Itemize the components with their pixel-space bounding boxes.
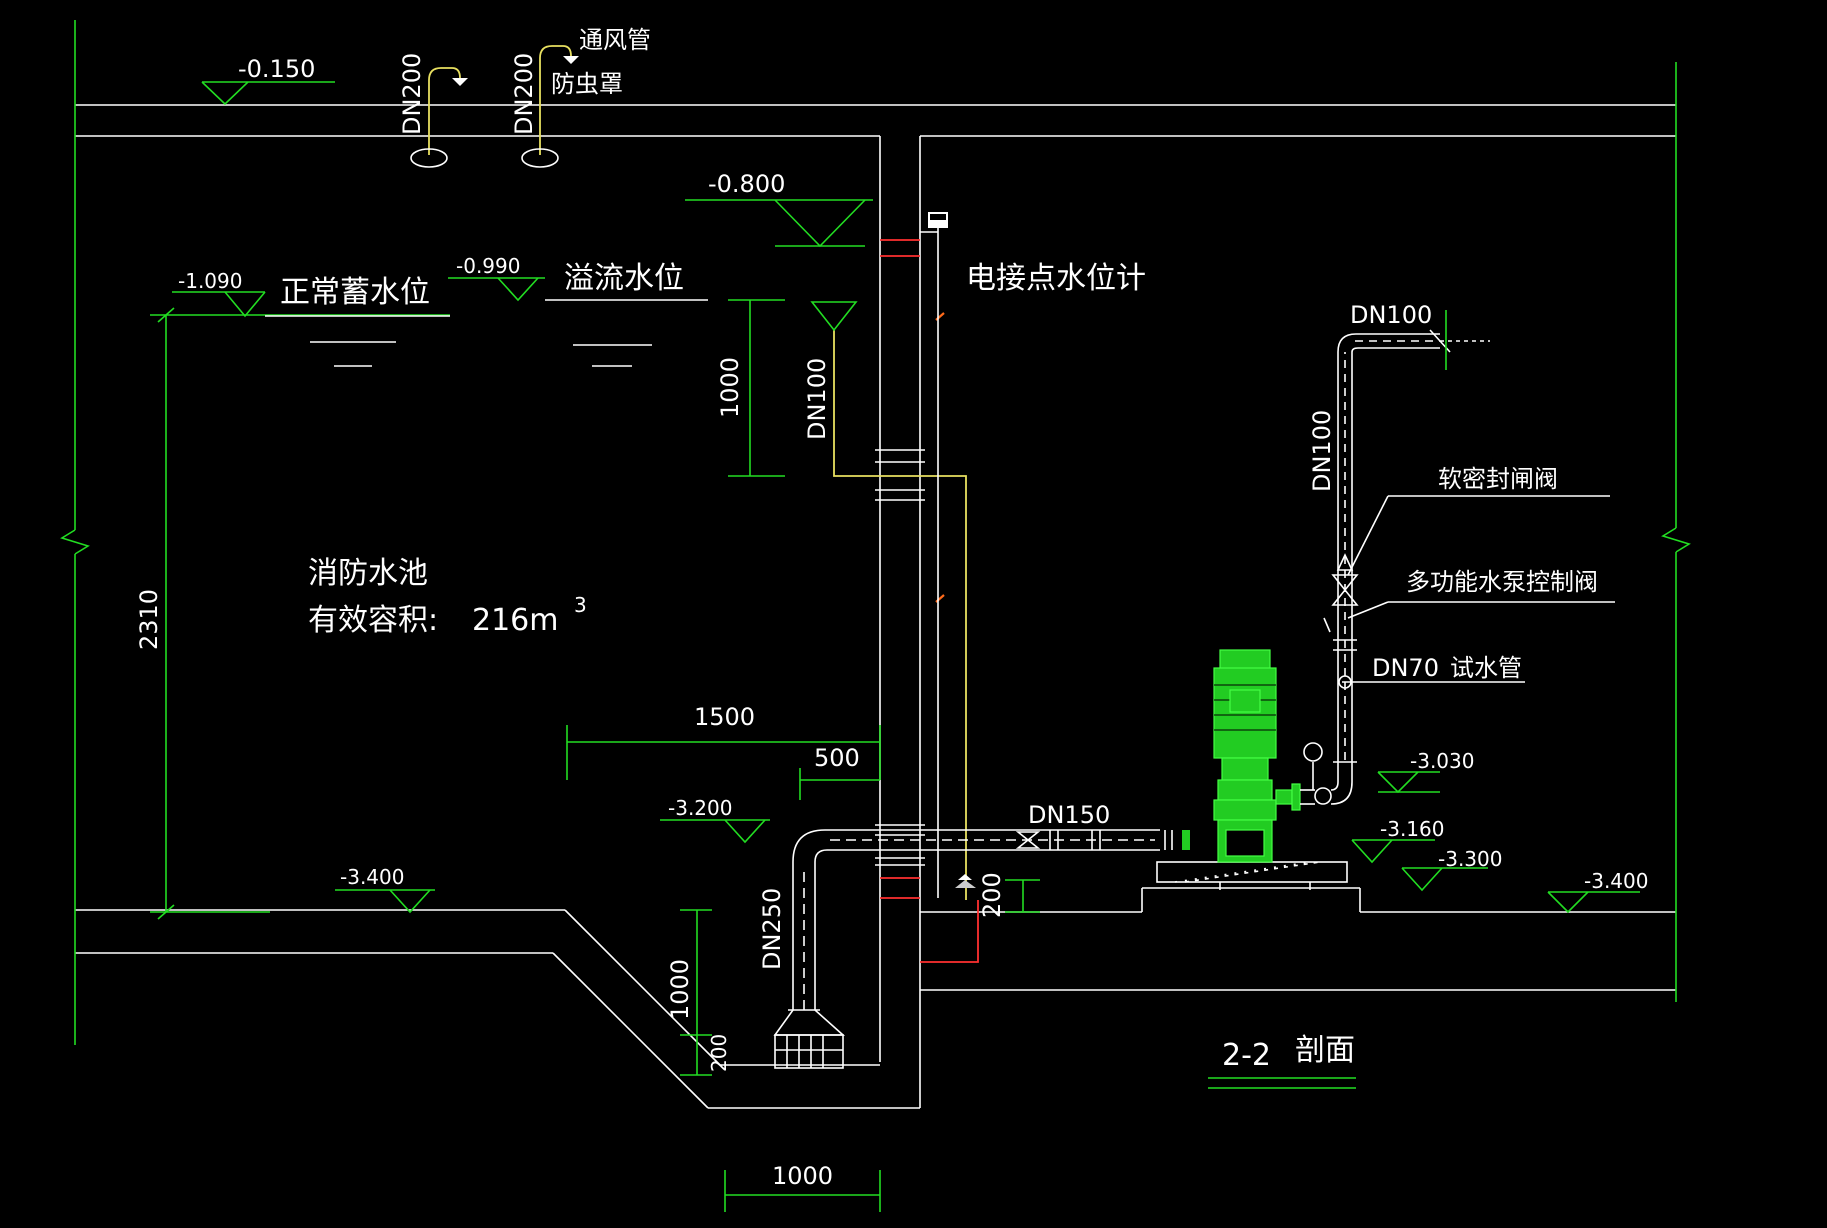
dim-500: 500 — [814, 744, 860, 772]
elevation-e2: -0.800 — [708, 170, 785, 198]
level-gauge — [920, 212, 976, 898]
dim-1500: 1500 — [694, 703, 755, 731]
elevation-e8: -3.160 — [1380, 817, 1444, 841]
elevation-e7: -3.030 — [1410, 749, 1474, 773]
fire-pump — [1156, 649, 1348, 890]
label-level-gauge: 电接点水位计 — [966, 261, 1146, 296]
elevation-e5: -3.200 — [668, 796, 732, 820]
label-pool-name: 消防水池 — [308, 556, 428, 591]
label-dn100-riser: DN100 — [1308, 410, 1336, 492]
elevation-e6: -3.400 — [340, 865, 404, 889]
discharge-riser — [1300, 310, 1490, 805]
dim-1000-a: 1000 — [716, 357, 744, 418]
wall-sleeves — [880, 239, 979, 963]
label-dn150: DN150 — [1028, 801, 1110, 829]
section-name: 剖面 — [1295, 1033, 1355, 1068]
label-dn100-top: DN100 — [1350, 301, 1432, 329]
label-dn250: DN250 — [758, 888, 786, 970]
dim-200-b: 200 — [978, 872, 1006, 918]
elevation-marks — [172, 81, 1640, 914]
label-overflow-level: 溢流水位 — [564, 261, 684, 296]
label-dn200-b: DN200 — [510, 53, 538, 135]
dim-1000-b: 1000 — [666, 959, 694, 1020]
elevation-e9: -3.300 — [1438, 847, 1502, 871]
label-dn70: DN70 — [1372, 654, 1439, 682]
elevation-e4: -0.990 — [456, 254, 520, 278]
label-vent-pipe: 通风管 — [579, 26, 651, 54]
dim-2310: 2310 — [135, 589, 163, 650]
label-test-pipe: 试水管 — [1450, 654, 1522, 682]
label-pool-volume-value: 216m — [472, 603, 558, 638]
label-dn200-a: DN200 — [398, 53, 426, 135]
elevation-e1: -0.150 — [238, 55, 315, 83]
dimension-lines — [60, 20, 1691, 1212]
drawing-text: 通风管 防虫罩 DN200 DN200 -0.150 -0.800 -1.090… — [135, 26, 1648, 1190]
suction-pipe — [773, 829, 1190, 1069]
label-normal-level: 正常蓄水位 — [280, 275, 430, 310]
section-number: 2-2 — [1222, 1038, 1271, 1073]
label-multi-valve: 多功能水泵控制阀 — [1406, 568, 1598, 596]
water-level-lines — [265, 299, 708, 367]
wall-flanges — [875, 449, 925, 866]
label-soft-seal-valve: 软密封闸阀 — [1438, 465, 1558, 493]
label-pool-volume: 有效容积: — [308, 603, 438, 638]
label-pool-volume-sup: 3 — [574, 593, 587, 617]
dim-1000-c: 1000 — [772, 1162, 833, 1190]
elevation-e10: -3.400 — [1584, 869, 1648, 893]
vent-pipes — [410, 45, 967, 900]
elevation-e3: -1.090 — [178, 269, 242, 293]
label-dn100-overflow: DN100 — [803, 358, 831, 440]
structure-lines — [75, 104, 1676, 1109]
dim-200-a: 200 — [707, 1034, 731, 1072]
label-insect-hood: 防虫罩 — [551, 70, 623, 98]
leader-lines — [1342, 495, 1615, 683]
